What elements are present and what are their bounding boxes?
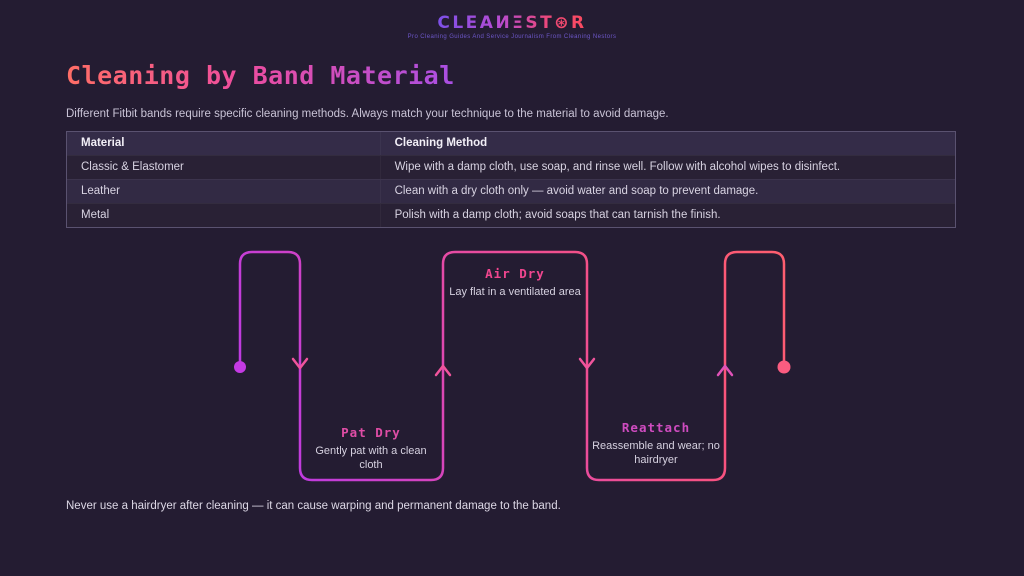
table-cell-method: Wipe with a damp cloth, use soap, and ri… xyxy=(379,156,955,179)
flow-step-title: Reattach xyxy=(621,420,691,435)
table-header-row: Material Cleaning Method xyxy=(67,132,955,155)
flow-step-air-dry: Air Dry Lay flat in a ventilated area xyxy=(440,266,590,299)
table-header-material: Material xyxy=(81,137,125,149)
table-row: Metal Polish with a damp cloth; avoid so… xyxy=(67,203,955,227)
table-cell-material: Metal xyxy=(81,209,110,221)
flow-step-desc: Lay flat in a ventilated area xyxy=(449,286,581,298)
arrow-down-icon xyxy=(291,357,309,370)
table-row: Leather Clean with a dry cloth only — av… xyxy=(67,179,955,203)
flow-step-title: Air Dry xyxy=(485,266,545,281)
table-row: Classic & Elastomer Wipe with a damp clo… xyxy=(67,155,955,179)
page-intro: Different Fitbit bands require specific … xyxy=(66,108,669,120)
brand-logo: CLEAИΞST⊛R xyxy=(437,13,587,33)
table-cell-method: Clean with a dry cloth only — avoid wate… xyxy=(379,180,955,203)
page-title: Cleaning by Band Material xyxy=(66,61,455,90)
flow-end-dot xyxy=(777,360,791,374)
brand-tagline: Pro Cleaning Guides And Service Journali… xyxy=(407,34,617,40)
table-header-method: Cleaning Method xyxy=(379,132,955,155)
flow-step-pat-dry: Pat Dry Gently pat with a clean cloth xyxy=(296,425,446,472)
flow-step-reattach: Reattach Reassemble and wear; no hairdry… xyxy=(581,420,731,467)
table-cell-material: Leather xyxy=(81,185,121,197)
arrow-up-icon xyxy=(434,364,452,377)
band-material-table: Material Cleaning Method Classic & Elast… xyxy=(66,131,956,228)
brand-header: CLEAИΞST⊛R Pro Cleaning Guides And Servi… xyxy=(0,13,1024,40)
flow-start-dot xyxy=(234,361,246,373)
table-cell-material: Classic & Elastomer xyxy=(81,161,184,173)
arrow-down-icon xyxy=(578,357,596,370)
arrow-up-icon xyxy=(716,364,734,377)
flow-step-title: Pat Dry xyxy=(341,425,401,440)
flow-step-desc: Gently pat with a clean cloth xyxy=(315,445,427,472)
flow-step-desc: Reassemble and wear; no hairdryer xyxy=(592,440,720,467)
table-cell-method: Polish with a damp cloth; avoid soaps th… xyxy=(379,204,955,227)
footer-warning-note: Never use a hairdryer after cleaning — i… xyxy=(66,500,561,512)
